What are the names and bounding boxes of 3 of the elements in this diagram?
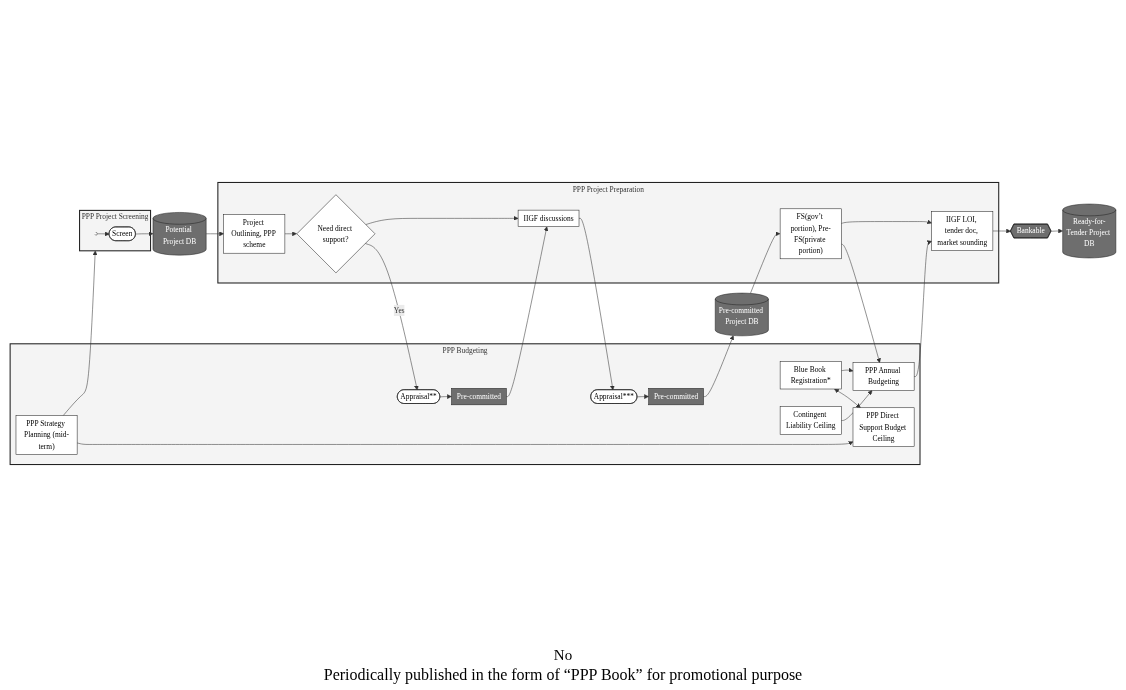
caption: Periodically published in the form of “PPP Book” for promotional purpose (323, 666, 803, 684)
node-circle (94, 232, 98, 236)
branch-label: No (553, 647, 573, 663)
